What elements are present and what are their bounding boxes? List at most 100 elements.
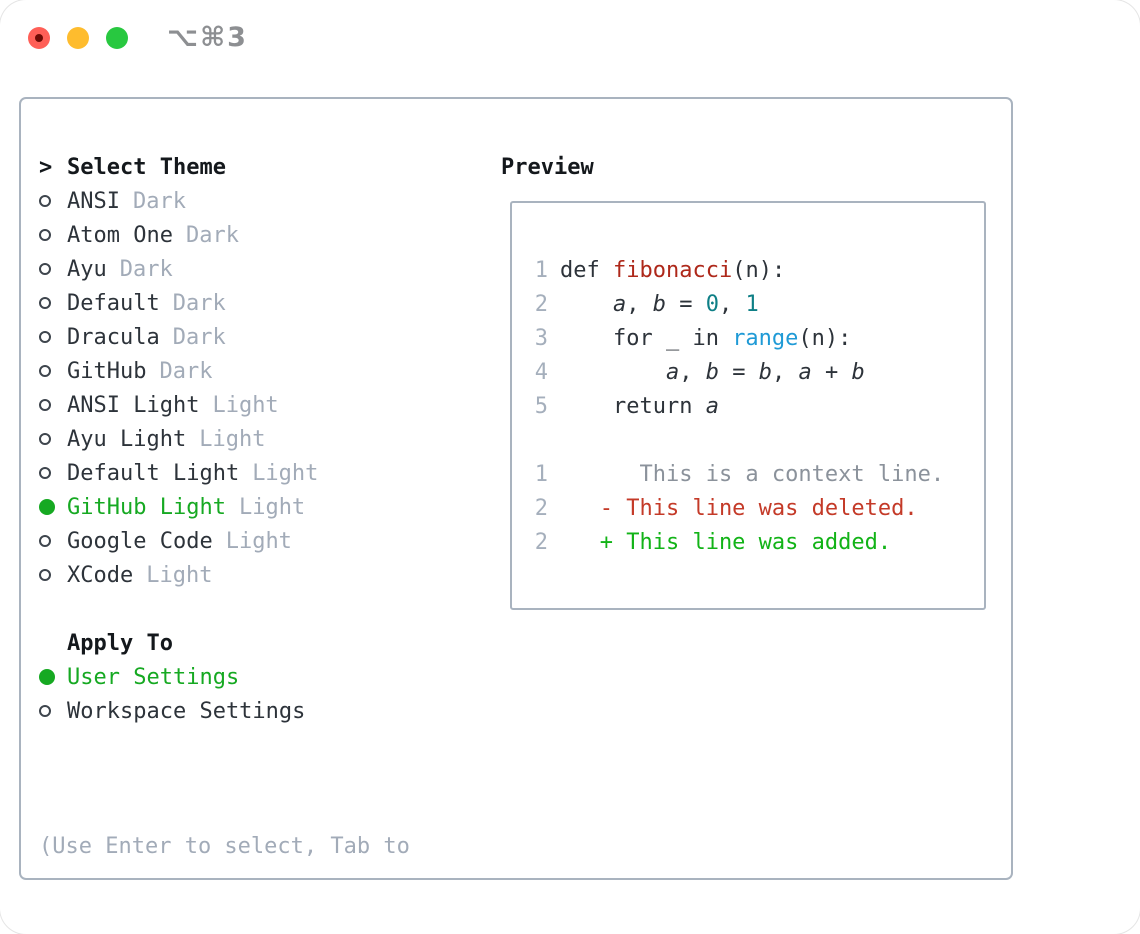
radio-icon xyxy=(39,535,67,547)
line-number: 1 xyxy=(534,461,548,487)
close-button[interactable] xyxy=(28,27,50,49)
theme-variant-tag: Light xyxy=(252,460,319,486)
code-token-var: b xyxy=(652,291,666,317)
radio-circle xyxy=(39,499,55,515)
theme-option-github-light[interactable]: GitHub Light Light xyxy=(39,490,318,524)
line-content: - This line was deleted. xyxy=(560,496,918,521)
code-token-plain xyxy=(560,292,613,317)
theme-option-default-light[interactable]: Default Light Light xyxy=(39,456,318,490)
radio-icon xyxy=(39,365,67,377)
radio-selected-icon xyxy=(39,499,67,515)
line-number: 2 xyxy=(534,529,548,555)
theme-name: Dracula xyxy=(67,324,160,350)
code-token-plain: (n): xyxy=(798,325,852,351)
apply-target-name: Workspace Settings xyxy=(67,698,306,724)
code-token-context: This is a context line. xyxy=(560,461,945,487)
theme-name: XCode xyxy=(67,562,134,588)
radio-circle xyxy=(39,669,55,685)
theme-variant-tag: Dark xyxy=(159,358,213,384)
theme-selector-header: > Select Theme xyxy=(39,150,318,184)
code-token-var: b xyxy=(851,359,865,385)
theme-name: ANSI Light xyxy=(67,392,200,418)
code-token-plain: = xyxy=(665,291,706,317)
apply-to-header: Apply To xyxy=(39,626,305,660)
theme-variant-tag: Light xyxy=(212,392,279,418)
line-number: 2 xyxy=(534,495,548,521)
theme-variant-tag: Dark xyxy=(119,256,173,282)
theme-variant-tag: Light xyxy=(199,426,266,452)
code-token-plain xyxy=(560,360,666,385)
titlebar: ⌥⌘3 xyxy=(28,24,248,51)
code-token-var: b xyxy=(758,359,772,385)
line-content: This is a context line. xyxy=(560,462,944,487)
line-content: return a xyxy=(560,394,719,419)
theme-variant-tag: Dark xyxy=(185,222,239,248)
line-number: 5 xyxy=(534,393,548,419)
radio-icon xyxy=(39,569,67,581)
line-content: a, b = 0, 1 xyxy=(560,292,759,317)
theme-option-ansi[interactable]: ANSI Dark xyxy=(39,184,318,218)
code-token-plain: , xyxy=(718,291,746,317)
theme-option-ayu[interactable]: Ayu Dark xyxy=(39,252,318,286)
code-token-plain: , xyxy=(679,359,706,385)
radio-selected-icon xyxy=(39,669,67,685)
radio-circle xyxy=(39,705,51,717)
radio-circle xyxy=(39,297,51,309)
radio-icon xyxy=(39,705,67,717)
code-token-var: a xyxy=(705,393,719,419)
theme-name: GitHub Light xyxy=(67,494,226,520)
theme-option-github[interactable]: GitHub Dark xyxy=(39,354,318,388)
theme-variant-tag: Dark xyxy=(132,188,186,214)
code-token-plain: + xyxy=(811,359,852,385)
radio-circle xyxy=(39,331,51,343)
zoom-button[interactable] xyxy=(106,27,128,49)
chevron-right-icon: > xyxy=(39,154,53,180)
code-token-func: fibonacci xyxy=(612,257,733,283)
radio-circle xyxy=(39,467,51,479)
minimize-button[interactable] xyxy=(67,27,89,49)
code-token-var: b xyxy=(705,359,719,385)
radio-circle xyxy=(39,195,51,207)
theme-name: GitHub xyxy=(67,358,147,384)
apply-option-workspace-settings[interactable]: Workspace Settings xyxy=(39,694,305,728)
theme-variant-tag: Dark xyxy=(172,324,226,350)
radio-icon xyxy=(39,433,67,445)
code-token-var: a xyxy=(612,291,627,317)
code-token-builtin: range xyxy=(732,325,799,351)
code-token-plain: def xyxy=(560,257,613,283)
code-token-plain: , xyxy=(771,359,799,385)
theme-option-ansi-light[interactable]: ANSI Light Light xyxy=(39,388,318,422)
theme-variant-tag: Light xyxy=(238,494,306,520)
code-token-plain: for _ in xyxy=(560,325,733,351)
theme-name: Default xyxy=(67,290,160,316)
theme-option-dracula[interactable]: Dracula Dark xyxy=(39,320,318,354)
theme-name: Ayu xyxy=(67,256,107,282)
theme-selector-title: Select Theme xyxy=(67,154,226,180)
code-line: 3 for _ in range(n): xyxy=(534,321,984,355)
theme-option-xcode[interactable]: XCode Light xyxy=(39,558,318,592)
keyboard-hint: (Use Enter to select, Tab to change focu… xyxy=(39,762,410,934)
code-token-added: + This line was added. xyxy=(560,529,892,555)
radio-circle xyxy=(39,229,51,241)
theme-name: Default Light xyxy=(67,460,240,486)
theme-name: ANSI xyxy=(67,188,120,214)
apply-option-user-settings[interactable]: User Settings xyxy=(39,660,305,694)
radio-icon xyxy=(39,399,67,411)
line-number: 2 xyxy=(534,291,548,317)
line-content: a, b = b, a + b xyxy=(560,360,865,385)
radio-circle xyxy=(39,535,51,547)
theme-variant-tag: Light xyxy=(146,562,213,588)
radio-icon xyxy=(39,297,67,309)
code-line: 2 a, b = 0, 1 xyxy=(534,287,984,321)
